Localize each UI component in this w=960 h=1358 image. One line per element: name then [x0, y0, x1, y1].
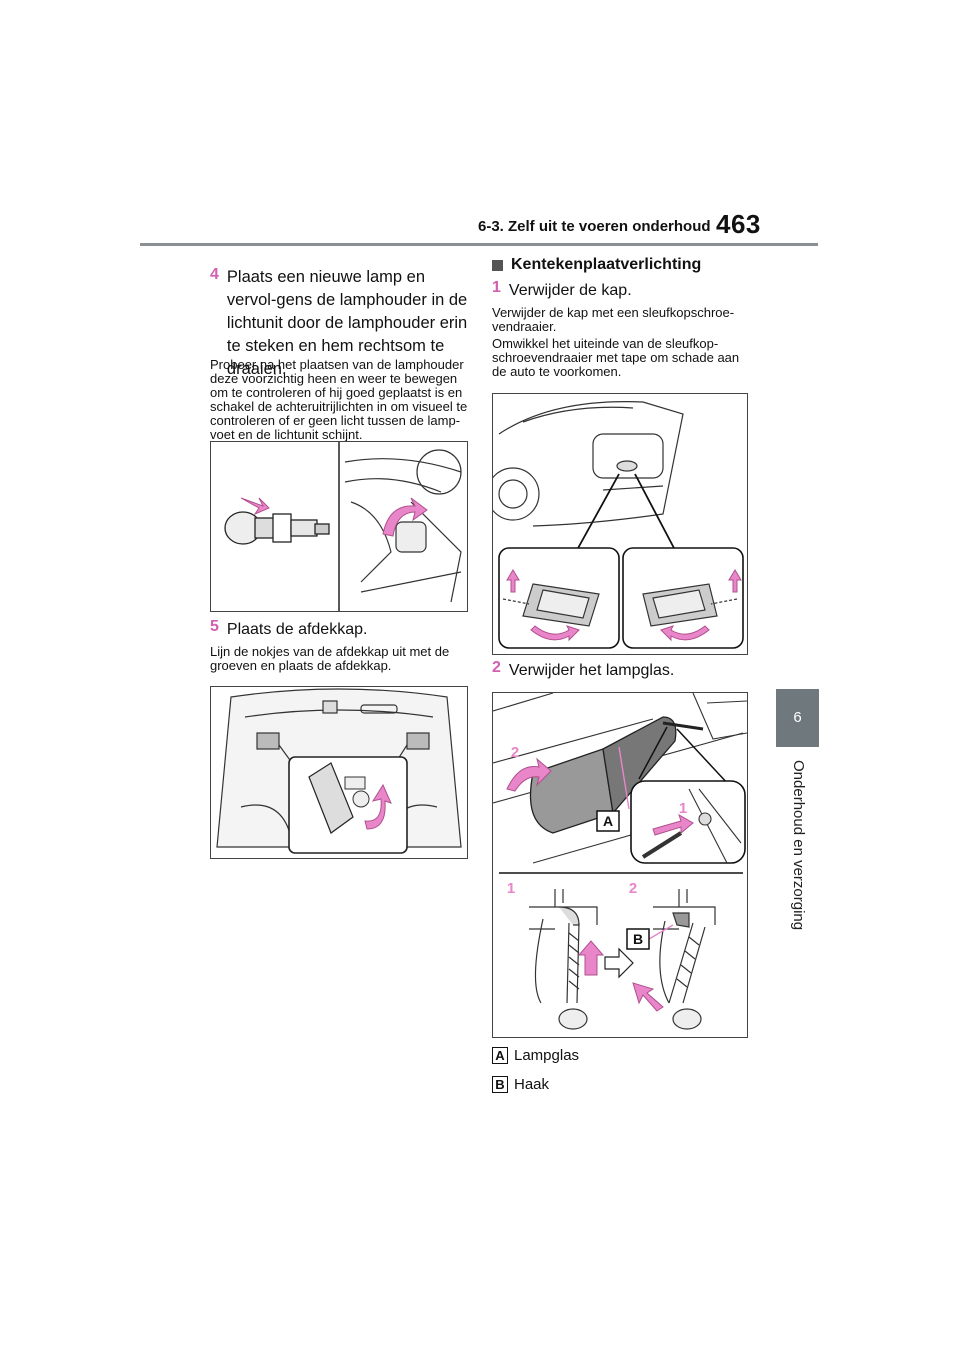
section-heading: Kentekenplaatverlichting [492, 256, 701, 274]
label-1-bottom: 1 [507, 880, 515, 897]
step-number: 1 [492, 279, 501, 296]
section-title: 6-3. Zelf uit te voeren onderhoud [478, 218, 711, 235]
step-text: Verwijder de kap. [508, 282, 632, 299]
square-bullet-icon [492, 259, 503, 271]
step-4: 4 Plaats een nieuwe lamp en vervol-gens … [210, 266, 472, 381]
legend-item-a: A Lampglas [492, 1047, 579, 1064]
step-1-note-2: Omwikkel het uiteinde van de sleufkop-sc… [492, 336, 740, 379]
step-5-note: Lijn de nokjes van de afdekkap uit met d… [210, 644, 450, 673]
legend-text: Lampglas [514, 1047, 580, 1064]
header-rule [140, 243, 818, 246]
label-1-inset: 1 [679, 800, 687, 817]
step-number: 4 [210, 266, 219, 283]
legend-key: B [492, 1076, 508, 1093]
step-2: 2 Verwijder het lampglas. [492, 659, 752, 683]
step-1: 1 Verwijder de kap. [492, 279, 752, 303]
step-text: Verwijder het lampglas. [508, 662, 675, 679]
step-text: Plaats de afdekkap. [226, 621, 368, 638]
legend-text: Haak [514, 1076, 550, 1093]
step-number: 5 [210, 618, 219, 635]
figure-cover-install [210, 686, 468, 859]
chapter-tab[interactable]: 6 [776, 689, 819, 747]
legend-key: A [492, 1047, 508, 1064]
step-number: 2 [492, 659, 501, 676]
chapter-label: Onderhoud en verzorging [790, 760, 807, 931]
label-a: A [603, 813, 613, 829]
figure-remove-cover [492, 393, 748, 655]
label-2-top: 2 [511, 744, 519, 761]
legend-item-b: B Haak [492, 1076, 549, 1093]
step-1-note-1: Verwijder de kap met een sleufkopschroe-… [492, 305, 735, 334]
label-b: B [633, 931, 643, 947]
page-number: 463 [716, 209, 761, 239]
label-2-bottom: 2 [629, 880, 637, 897]
heading-text: Kentekenplaatverlichting [511, 256, 702, 273]
step-5: 5 Plaats de afdekkap. [210, 618, 470, 642]
figure-remove-lens: A 2 1 1 2 [492, 692, 748, 1038]
step-4-note: Probeer na het plaatsen van de lamphoude… [210, 357, 468, 442]
step-text: Plaats een nieuwe lamp en vervol-gens de… [226, 268, 468, 378]
figure-bulb-install [210, 441, 468, 612]
